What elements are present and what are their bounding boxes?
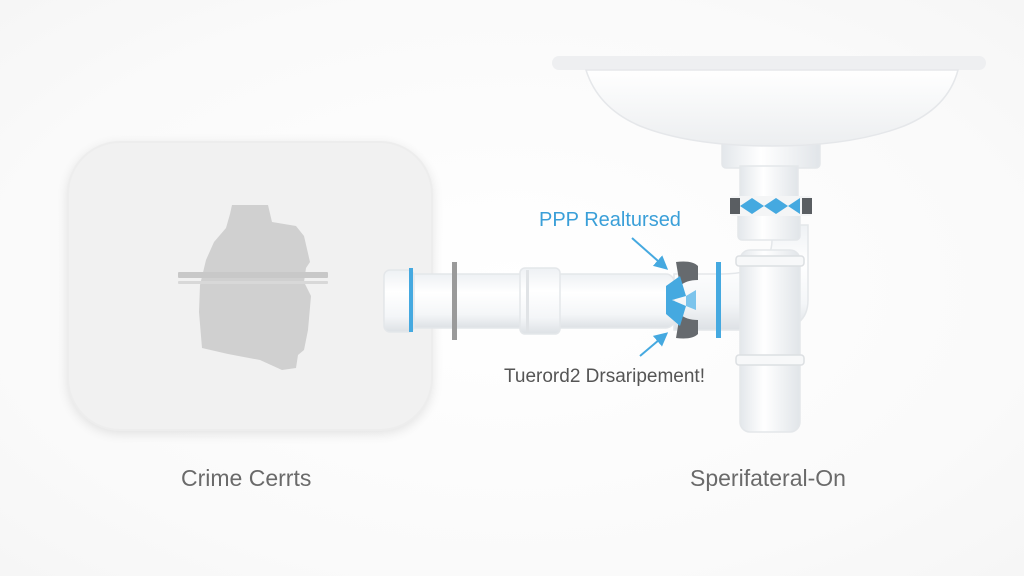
sink-tailpiece xyxy=(721,139,821,241)
pipe-band-blue-left xyxy=(409,268,413,332)
horizontal-drain-pipe xyxy=(383,262,675,340)
sink-basin-icon xyxy=(552,56,986,147)
upper-slip-joint xyxy=(730,196,812,216)
coupling-connector xyxy=(666,261,698,339)
pipe-band-blue-right xyxy=(716,262,721,338)
drain-pipe-icon xyxy=(735,249,805,433)
caption-right: Sperifateral-On xyxy=(690,465,846,491)
pipe-collar-gray xyxy=(452,262,457,340)
callout-arrow-bottom xyxy=(639,332,669,357)
callout-label-top: PPP Realtursed xyxy=(539,209,681,231)
callout-arrow-top xyxy=(631,237,669,270)
callout-label-bottom: Tuerord2 Drsaripement! xyxy=(504,366,705,387)
caption-left: Crime Cerrts xyxy=(181,465,312,491)
garbage-disposal-icon xyxy=(178,205,328,370)
